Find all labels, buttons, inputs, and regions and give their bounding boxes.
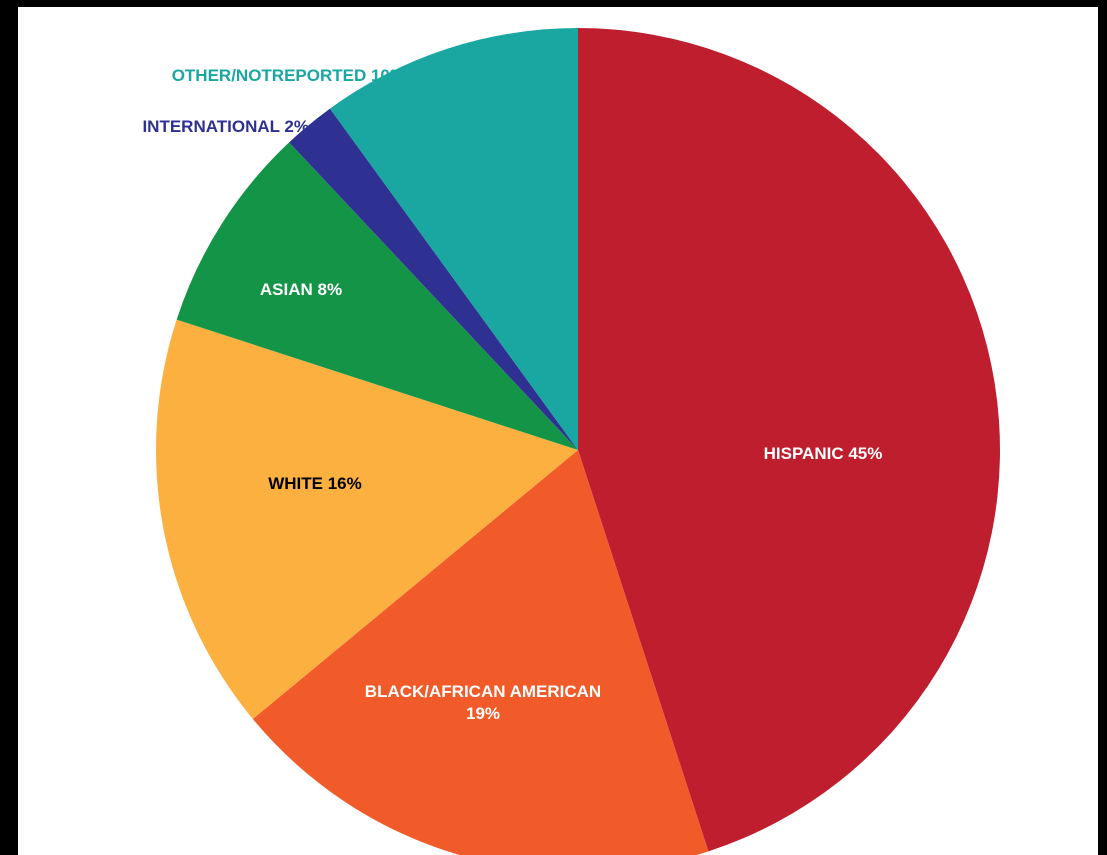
slice-label-asian: ASIAN 8% (260, 280, 342, 299)
pie-slice-hispanic (578, 28, 1001, 852)
pie-slice-other-not-reported (329, 28, 578, 450)
pie-slice-asian (176, 142, 578, 450)
pie-slice-international (289, 108, 578, 451)
slice-label-white: WHITE 16% (268, 474, 362, 493)
pie-slice-black-african-american (252, 450, 709, 855)
slice-label-international: INTERNATIONAL 2% (142, 117, 309, 136)
slice-label-hispanic: HISPANIC 45% (764, 444, 883, 463)
slice-label-other-not-reported: OTHER/NOTREPORTED 10% (172, 66, 405, 85)
pie-slice-white (155, 319, 578, 719)
